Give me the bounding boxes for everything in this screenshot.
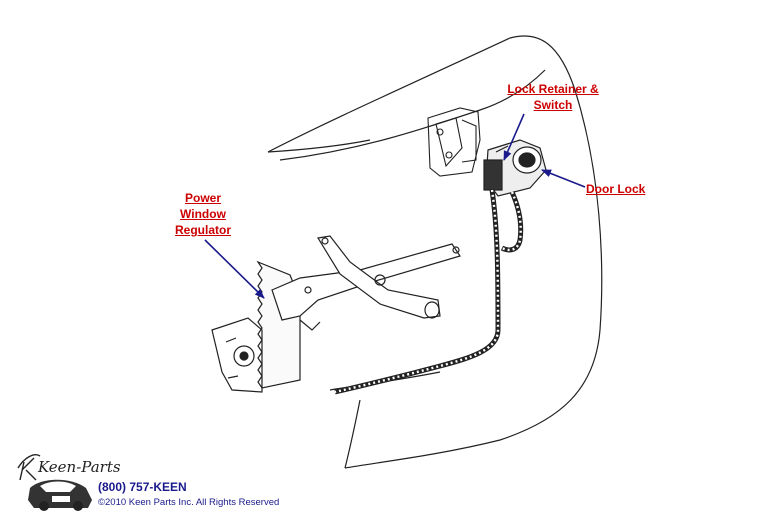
power-window-arrow	[204, 239, 265, 299]
door-lock-cylinder	[483, 139, 547, 197]
keen-parts-logo: Keen-Parts	[17, 454, 121, 511]
power-window-label-line2: Window	[180, 207, 226, 221]
lock-retainer-label-line1: Lock Retainer &	[507, 82, 599, 96]
door-lock-arrow	[541, 169, 586, 188]
lock-retainer-label[interactable]: Lock Retainer & Switch	[500, 81, 606, 113]
lock-retainer-arrow	[503, 113, 525, 161]
copyright-text: ©2010 Keen Parts Inc. All Rights Reserve…	[98, 497, 280, 508]
svg-text:Keen-Parts: Keen-Parts	[37, 458, 121, 476]
door-lock-label-text: Door Lock	[586, 182, 646, 196]
phone-number: (800) 757-KEEN	[98, 480, 187, 494]
power-window-label-line3: Regulator	[174, 223, 231, 237]
latch-bracket	[427, 107, 481, 177]
power-window-label-line1: Power	[184, 191, 221, 205]
power-window-regulator-label[interactable]: Power Window Regulator	[166, 190, 240, 238]
lock-switch-cable	[334, 189, 524, 395]
lock-retainer-label-line2: Switch	[533, 98, 573, 112]
power-window-regulator	[211, 235, 461, 393]
door-lock-label[interactable]: Door Lock	[586, 181, 645, 197]
